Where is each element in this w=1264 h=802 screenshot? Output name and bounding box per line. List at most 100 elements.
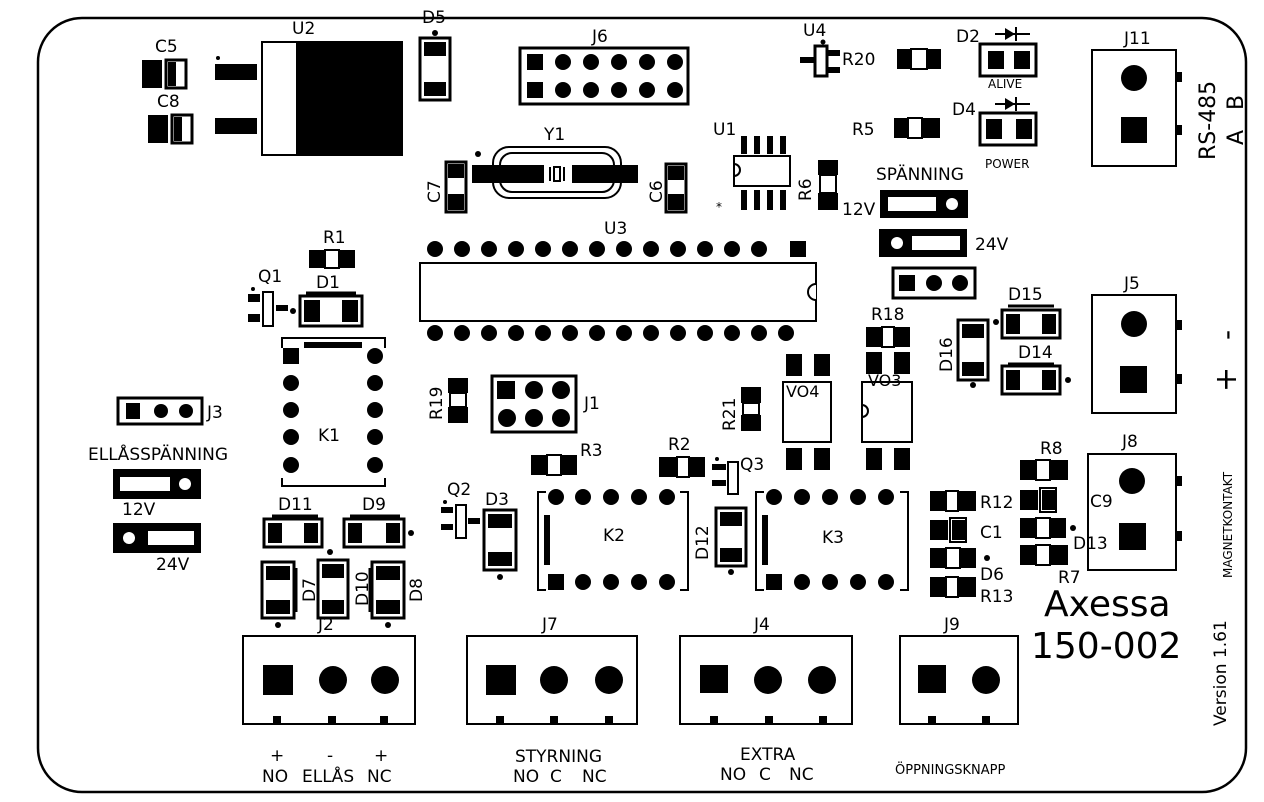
- svg-text:R5: R5: [852, 120, 875, 140]
- resistor-r12: R12: [930, 490, 1013, 513]
- resistor-r1: R1: [309, 228, 355, 269]
- header-j3: J3: [116, 396, 223, 426]
- svg-text:R20: R20: [842, 50, 875, 70]
- header-j6: J6: [518, 27, 690, 106]
- transistor-q1: Q1: [248, 267, 288, 327]
- svg-text:C: C: [759, 765, 771, 785]
- svg-text:D15: D15: [1008, 285, 1043, 305]
- svg-text:SPÄNNING: SPÄNNING: [876, 164, 964, 185]
- svg-text:D3: D3: [485, 490, 509, 510]
- svg-text:+: +: [270, 746, 284, 766]
- svg-text:D8: D8: [407, 578, 427, 602]
- connector-j7: J7: [466, 615, 638, 725]
- capacitor-c5: C5: [142, 37, 188, 90]
- magnetkontakt-label: MAGNETKONTAKT: [1221, 471, 1235, 578]
- svg-text:J6: J6: [591, 27, 608, 47]
- svg-text:12V: 12V: [122, 500, 156, 520]
- svg-text:VO3: VO3: [868, 371, 901, 390]
- svg-text:J5: J5: [1123, 274, 1140, 294]
- svg-text:24V: 24V: [975, 235, 1009, 255]
- j9-label: ÖPPNINGSKNAPP: [895, 761, 1006, 778]
- svg-text:ALIVE: ALIVE: [988, 77, 1022, 91]
- diode-d8: D8: [368, 560, 427, 628]
- rs485-b-label: B: [1224, 95, 1249, 110]
- svg-text:R6: R6: [796, 178, 816, 201]
- svg-text:J11: J11: [1123, 29, 1151, 49]
- diode-d6: D6: [930, 547, 1004, 585]
- svg-text:J3: J3: [206, 403, 223, 423]
- svg-text:U2: U2: [292, 19, 315, 39]
- svg-text:-: -: [327, 746, 333, 766]
- led-d2: D2 ALIVE: [956, 27, 1038, 91]
- capacitor-c1: C1: [930, 517, 1003, 543]
- connector-j9: J9: [899, 615, 1019, 725]
- svg-text:U4: U4: [803, 21, 826, 41]
- transistor-q2: Q2: [441, 480, 480, 539]
- svg-text:J4: J4: [753, 615, 770, 635]
- svg-text:12V: 12V: [842, 200, 876, 220]
- svg-text:ELLÅS: ELLÅS: [302, 765, 354, 787]
- diode-d7: D7: [260, 560, 320, 628]
- svg-text:D2: D2: [956, 27, 980, 47]
- svg-text:NO: NO: [262, 767, 288, 787]
- svg-text:D5: D5: [422, 8, 446, 28]
- version-label: Version 1.61: [1211, 620, 1231, 726]
- j2-pin-labels: + - + NO ELLÅS NC: [262, 746, 392, 787]
- svg-text:C: C: [550, 767, 562, 787]
- capacitor-c6: C6: [647, 162, 688, 214]
- svg-text:NC: NC: [367, 767, 392, 787]
- svg-text:J8: J8: [1121, 432, 1138, 452]
- svg-text:R7: R7: [1058, 568, 1081, 588]
- diode-d13: D13: [1020, 517, 1108, 554]
- diode-d11: D11: [262, 495, 324, 549]
- j7-pin-labels: STYRNING NO C NC: [513, 747, 607, 787]
- svg-text:R3: R3: [580, 441, 603, 461]
- svg-text:R1: R1: [323, 228, 346, 248]
- svg-text:C7: C7: [425, 180, 445, 203]
- model-number: 150-002: [1031, 626, 1181, 667]
- svg-text:EXTRA: EXTRA: [740, 745, 796, 765]
- svg-text:D4: D4: [952, 100, 976, 120]
- diode-d16: D16: [937, 318, 990, 388]
- svg-text:R18: R18: [871, 305, 904, 325]
- svg-text:NC: NC: [789, 765, 814, 785]
- svg-text:STYRNING: STYRNING: [515, 747, 602, 767]
- svg-text:K3: K3: [822, 528, 844, 548]
- diode-d3: D3: [482, 490, 518, 580]
- svg-text:R2: R2: [668, 435, 691, 455]
- resistor-r3: R3: [531, 441, 603, 476]
- resistor-r19: R19: [427, 378, 468, 423]
- svg-text:POWER: POWER: [985, 157, 1029, 171]
- svg-text:24V: 24V: [156, 555, 190, 575]
- resistor-r8: R8: [1020, 439, 1068, 481]
- svg-text:R12: R12: [980, 493, 1013, 513]
- diode-d9: D9: [342, 495, 414, 549]
- svg-text:C5: C5: [155, 37, 178, 57]
- diode-d10: D10: [316, 549, 373, 620]
- svg-text:K2: K2: [603, 526, 625, 546]
- capacitor-c8: C8: [148, 92, 194, 145]
- diode-d15: D15: [993, 285, 1062, 340]
- relay-k2: K2: [537, 489, 689, 591]
- svg-text:J2: J2: [317, 615, 334, 635]
- connector-j4: J4: [679, 615, 853, 725]
- resistor-r13: R13: [930, 576, 1013, 607]
- ic-u3: U3: [419, 219, 817, 341]
- svg-text:NC: NC: [582, 767, 607, 787]
- svg-text:Q1: Q1: [258, 267, 282, 287]
- svg-text:D11: D11: [278, 495, 313, 515]
- rs485-a-label: A: [1224, 130, 1249, 145]
- svg-text:NO: NO: [513, 767, 539, 787]
- svg-text:ELLÅSSPÄNNING: ELLÅSSPÄNNING: [88, 443, 228, 465]
- capacitor-c7: C7: [425, 160, 468, 214]
- capacitor-c9: C9: [1020, 487, 1113, 513]
- svg-text:J1: J1: [583, 394, 600, 414]
- resistor-r5: R5: [852, 117, 940, 140]
- svg-text:Y1: Y1: [543, 125, 565, 145]
- regulator-u2: U2: [215, 19, 403, 156]
- svg-text:D1: D1: [316, 273, 340, 293]
- svg-text:VO4: VO4: [786, 382, 819, 401]
- led-d4: D4 POWER: [952, 97, 1038, 171]
- svg-text:C6: C6: [647, 180, 667, 203]
